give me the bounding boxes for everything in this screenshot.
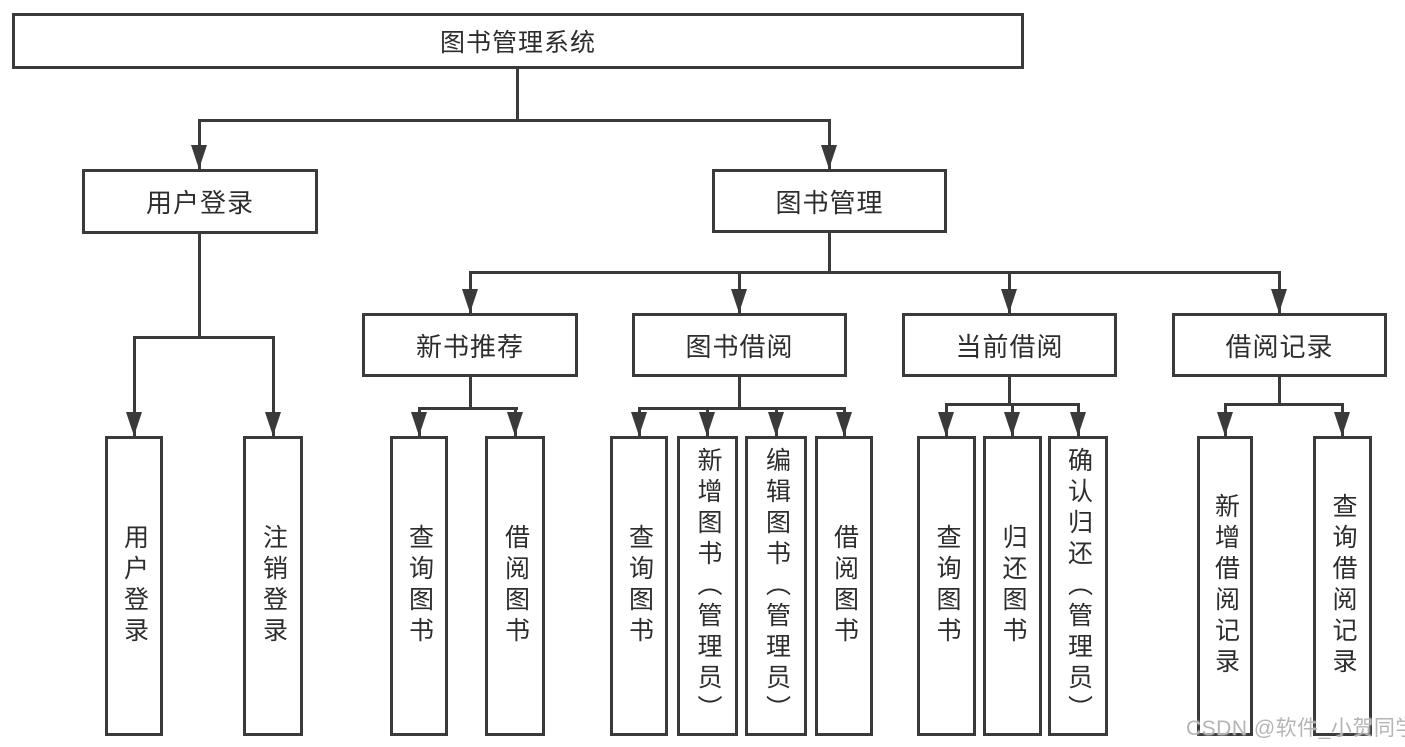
- connector-line: [738, 377, 741, 410]
- arrowhead-icon: [631, 412, 647, 436]
- connector-line: [133, 336, 136, 436]
- arrowhead-icon: [126, 412, 142, 436]
- node-label: 图书借阅: [685, 331, 794, 362]
- node-label: 查询图书: [405, 524, 434, 648]
- connector-line: [1278, 377, 1281, 406]
- connector-line: [638, 407, 846, 410]
- node-label: 新增图书（管理员）: [694, 446, 722, 726]
- node-current-borrow: 当前借阅: [902, 313, 1117, 377]
- arrowhead-icon: [821, 145, 837, 169]
- leaf-query-borrow-record: 查询借阅记录: [1313, 436, 1372, 736]
- node-label: 确认归还（管理员）: [1064, 446, 1093, 726]
- arrowhead-icon: [1217, 412, 1233, 436]
- leaf-user-login: 用户登录: [105, 436, 163, 736]
- leaf-query-books-2: 查询图书: [610, 436, 668, 736]
- leaf-borrow-books-1: 借阅图书: [485, 436, 545, 736]
- arrowhead-icon: [1334, 412, 1350, 436]
- leaf-borrow-books-2: 借阅图书: [815, 436, 873, 736]
- leaf-logout: 注销登录: [243, 436, 303, 736]
- arrowhead-icon: [191, 145, 207, 169]
- node-book-borrow: 图书借阅: [632, 313, 847, 377]
- node-label: 借阅记录: [1225, 331, 1334, 362]
- connector-line: [469, 377, 472, 410]
- node-label: 新书推荐: [415, 331, 524, 362]
- node-label: 注销登录: [259, 524, 288, 648]
- arrowhead-icon: [507, 412, 523, 436]
- arrowhead-icon: [1271, 289, 1287, 313]
- connector-line: [272, 336, 275, 436]
- connector-line: [133, 336, 275, 339]
- connector-line: [418, 407, 518, 410]
- node-label: 图书管理系统: [439, 29, 596, 57]
- leaf-add-borrow-record: 新增借阅记录: [1197, 436, 1253, 736]
- node-label: 当前借阅: [955, 331, 1064, 362]
- node-label: 用户登录: [145, 188, 254, 218]
- node-label: 图书管理: [775, 187, 884, 218]
- connector-line: [1224, 403, 1344, 406]
- arrowhead-icon: [1004, 412, 1020, 436]
- arrowhead-icon: [938, 412, 954, 436]
- connector-line: [469, 271, 1281, 274]
- node-label: 借阅图书: [501, 524, 530, 648]
- node-label: 编辑图书（管理员）: [762, 446, 791, 726]
- node-label: 查询借阅记录: [1329, 493, 1357, 679]
- node-new-book-recommend: 新书推荐: [362, 313, 578, 377]
- arrowhead-icon: [699, 412, 715, 436]
- leaf-add-books-admin: 新增图书（管理员）: [677, 436, 738, 736]
- connector-line: [198, 234, 201, 339]
- connector-line: [198, 119, 201, 169]
- node-label: 借阅图书: [830, 524, 859, 648]
- node-library-system: 图书管理系统: [12, 13, 1024, 69]
- leaf-edit-books-admin: 编辑图书（管理员）: [745, 436, 807, 736]
- leaf-confirm-return-admin: 确认归还（管理员）: [1048, 436, 1108, 736]
- arrowhead-icon: [462, 289, 478, 313]
- node-label: 查询图书: [625, 524, 654, 648]
- arrowhead-icon: [1070, 412, 1086, 436]
- arrowhead-icon: [411, 412, 427, 436]
- watermark: CSDN @软件_小贺同学: [1186, 717, 1405, 740]
- node-borrow-records: 借阅记录: [1172, 313, 1387, 377]
- arrowhead-icon: [265, 412, 281, 436]
- leaf-query-books-1: 查询图书: [390, 436, 448, 736]
- arrowhead-icon: [768, 412, 784, 436]
- connector-line: [1008, 377, 1011, 406]
- connector-line: [828, 233, 831, 274]
- node-label: 查询图书: [933, 524, 961, 648]
- connector-line: [516, 69, 519, 121]
- arrowhead-icon: [1001, 289, 1017, 313]
- node-label: 归还图书: [999, 524, 1027, 648]
- arrowhead-icon: [836, 412, 852, 436]
- node-book-management: 图书管理: [712, 169, 947, 233]
- node-label: 新增借阅记录: [1211, 493, 1240, 679]
- arrowhead-icon: [731, 289, 747, 313]
- connector-line: [828, 119, 831, 169]
- connector-line: [198, 119, 831, 122]
- leaf-return-books: 归还图书: [983, 436, 1042, 736]
- node-user-login: 用户登录: [82, 169, 318, 234]
- leaf-query-books-3: 查询图书: [917, 436, 976, 736]
- node-label: 用户登录: [120, 524, 149, 648]
